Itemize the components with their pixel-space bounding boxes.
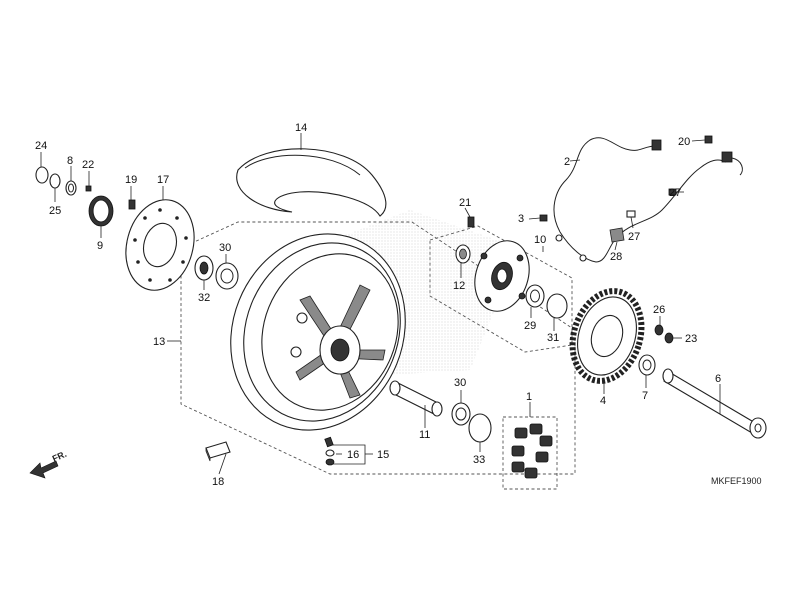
front-direction-indicator: FR.: [29, 449, 68, 479]
part-33-ring-shape: [468, 413, 492, 443]
part-3-clip-shape: [539, 214, 548, 222]
callout-21: 21: [459, 197, 471, 209]
part-15-16-valve-shape: [324, 436, 335, 466]
part-29-bearing-shape: [525, 284, 545, 308]
callout-31: 31: [547, 332, 559, 344]
callout-32: 32: [198, 292, 210, 304]
callout-30-left: 30: [219, 242, 231, 254]
callout-3: 3: [518, 213, 524, 225]
callout-12: 12: [453, 280, 465, 292]
part-18-weight-shape: [205, 441, 231, 462]
part-19-shape: [128, 199, 136, 210]
part-25-shape: [49, 173, 61, 189]
direction-label: FR.: [51, 449, 68, 464]
callout-19: 19: [125, 174, 137, 186]
callout-1: 1: [526, 391, 532, 403]
part-22-shape: [85, 185, 92, 192]
callout-13: 13: [153, 336, 165, 348]
callout-labels: 24 25 8 22 9 19 17 30 32 14 13 18 16 15 …: [35, 122, 721, 488]
callout-15: 15: [377, 449, 389, 461]
callout-17: 17: [157, 174, 169, 186]
part-11-collar-shape: [389, 380, 443, 417]
part-17-brake-disc-shape: [125, 199, 195, 291]
callout-30-right: 30: [454, 377, 466, 389]
callout-22: 22: [82, 159, 94, 171]
part-20-bolt-shape: [704, 135, 713, 144]
part-26-nut-shape: [654, 324, 664, 336]
callout-6: 6: [715, 373, 721, 385]
part-12-bearing-shape: [455, 244, 471, 264]
callout-16: 16: [347, 449, 359, 461]
part-30-bearing-shape-right: [451, 402, 471, 426]
callout-11: 11: [419, 429, 430, 441]
part-31-seal-shape: [546, 293, 568, 319]
part-9-shape: [88, 195, 114, 227]
callout-29: 29: [524, 320, 536, 332]
part-27b-clamp-shape: [626, 210, 636, 218]
callout-9: 9: [97, 240, 103, 252]
callout-27b: 27: [628, 231, 640, 243]
callout-7: 7: [642, 390, 648, 402]
part-2-harness-shape: [553, 137, 743, 263]
part-32-bearing-shape: [194, 255, 214, 281]
callout-18: 18: [212, 476, 224, 488]
callout-4: 4: [600, 395, 606, 407]
leader-lines: [40, 133, 721, 475]
wheel-rim-part: [230, 233, 406, 431]
part-28-bracket-shape: [609, 227, 625, 243]
damper-group-outline: [502, 416, 558, 490]
part-7-collar-shape: [638, 354, 656, 376]
callout-20: 20: [678, 136, 690, 148]
callout-28: 28: [610, 251, 622, 263]
part-21-bolt-shape: [467, 216, 475, 228]
part-24-shape: [35, 166, 49, 184]
part-10-flange-shape: [474, 240, 530, 312]
callout-25: 25: [49, 205, 61, 217]
callout-2: 2: [564, 156, 570, 168]
callout-24: 24: [35, 140, 47, 152]
callout-26: 26: [653, 304, 665, 316]
part-8-inner: [68, 183, 74, 193]
part-30-bearing-shape-left: [215, 262, 239, 290]
callout-33: 33: [473, 454, 485, 466]
callout-14: 14: [295, 122, 307, 134]
callout-10: 10: [534, 234, 546, 246]
part-4-sprocket-shape: [569, 288, 645, 384]
diagram-code: MKFEF1900: [711, 476, 762, 486]
callout-27a: 27: [669, 187, 681, 199]
tire-part: [236, 148, 387, 217]
part-23-nut-shape: [664, 332, 674, 344]
part-8-shape: [65, 180, 77, 196]
part-6-axle-shape: [662, 368, 767, 439]
arrow-left-icon: [29, 460, 59, 479]
callout-23: 23: [685, 333, 697, 345]
part-1-damper-shapes: [511, 423, 553, 479]
callout-8: 8: [67, 155, 73, 167]
